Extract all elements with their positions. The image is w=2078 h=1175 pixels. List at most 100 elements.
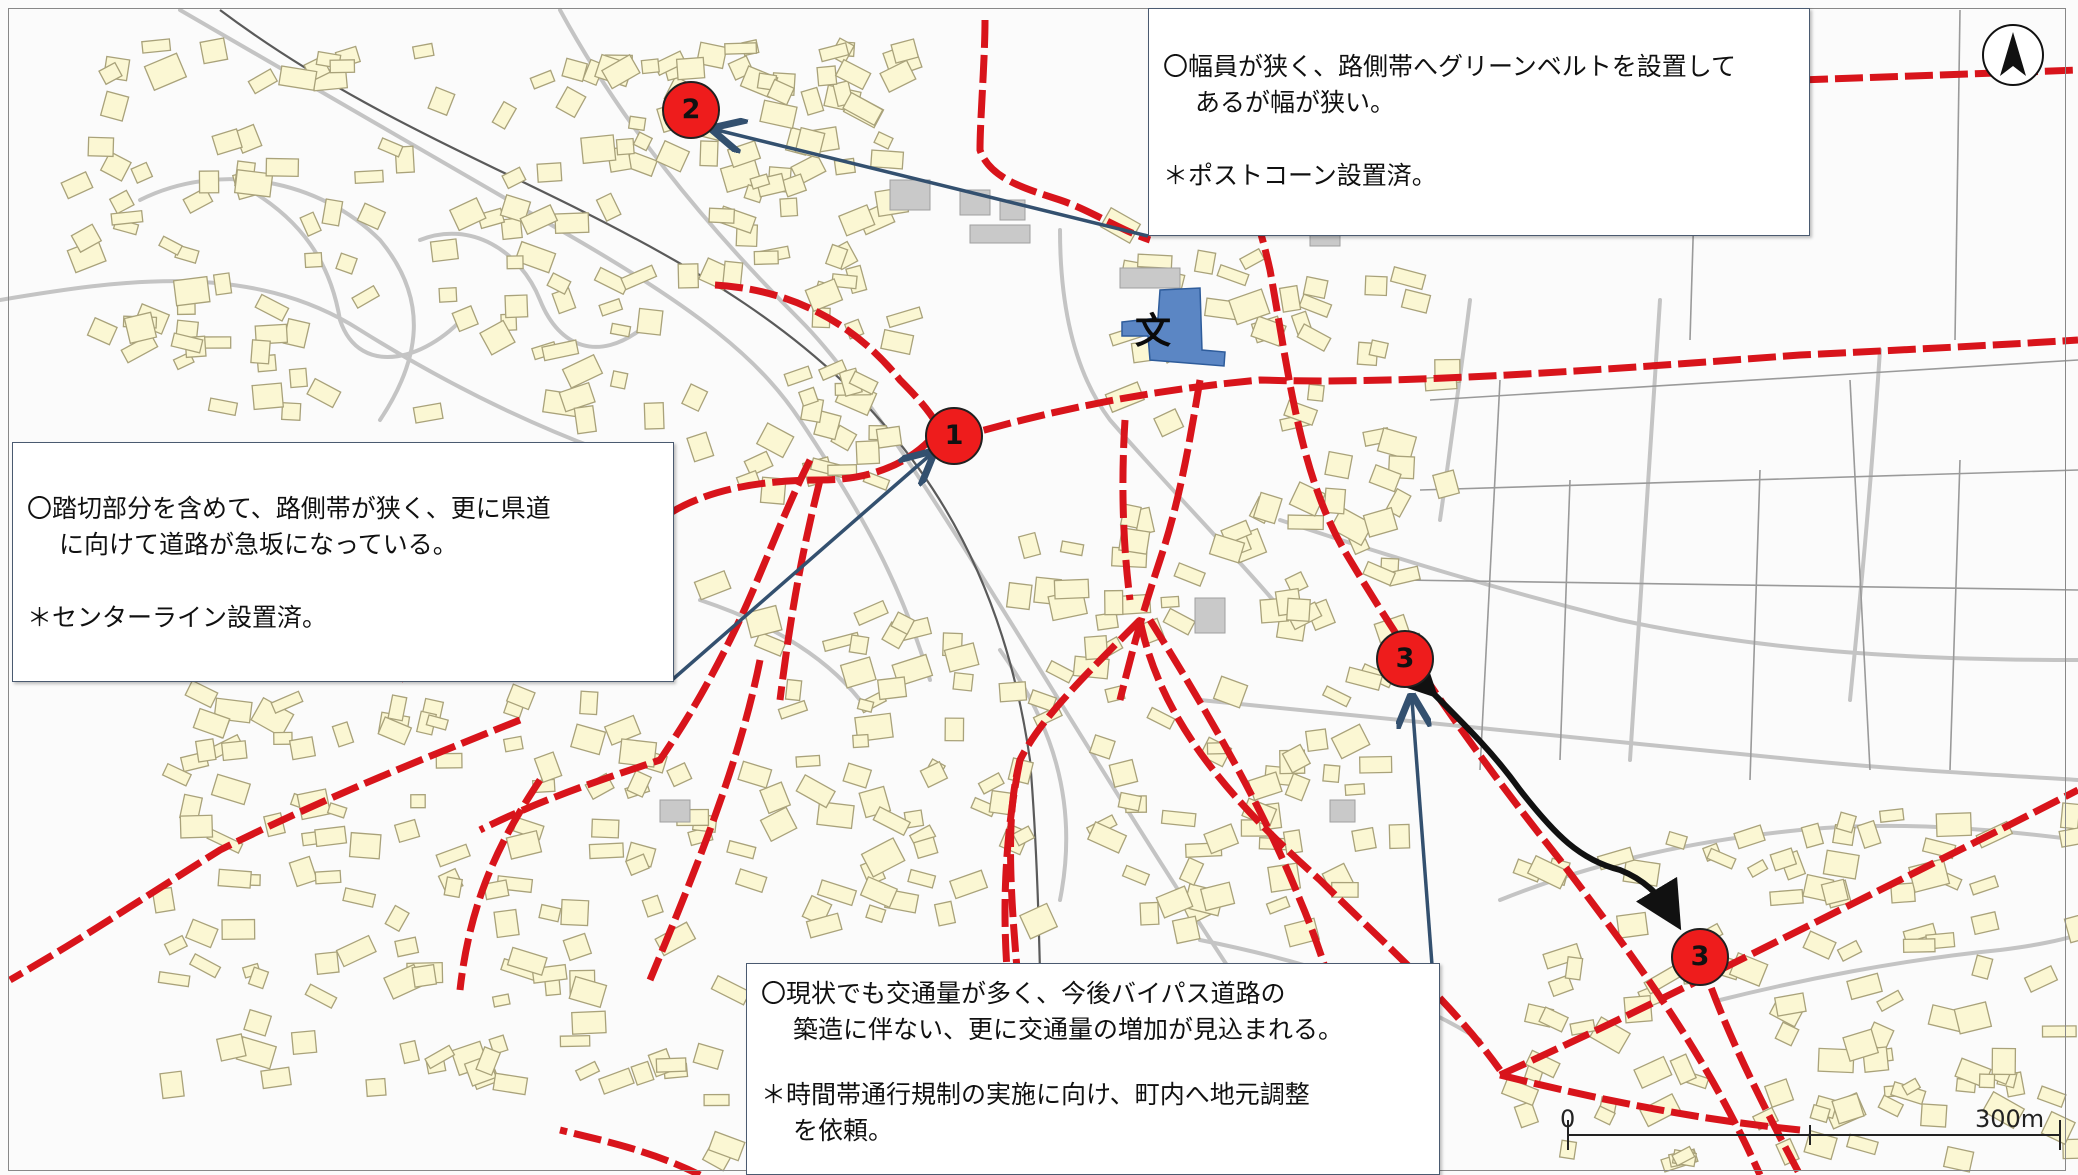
- building: [1287, 514, 1325, 531]
- callout-2-line1: 〇幅員が狭く、路側帯へグリーンベルトを設置して: [1163, 52, 1737, 81]
- building: [1017, 531, 1042, 560]
- marker-3b[interactable]: 3: [1671, 928, 1729, 986]
- building: [493, 908, 520, 939]
- building: [288, 367, 309, 389]
- building: [335, 252, 358, 275]
- building: [342, 887, 377, 908]
- building: [356, 202, 387, 231]
- building: [501, 166, 527, 190]
- building: [686, 431, 715, 463]
- building: [1773, 992, 1807, 1017]
- building: [890, 38, 920, 64]
- building: [1281, 743, 1312, 774]
- building: [1970, 911, 2000, 936]
- building: [626, 769, 653, 798]
- building: [743, 450, 774, 477]
- building: [1633, 1055, 1673, 1090]
- building: [351, 284, 381, 310]
- callout-3-line1: 〇現状でも交通量が多く、今後バイパス道路の: [761, 979, 1286, 1008]
- building: [1324, 450, 1354, 480]
- building: [207, 397, 239, 417]
- building: [766, 78, 795, 106]
- building: [816, 65, 838, 87]
- building: [933, 900, 957, 927]
- building: [588, 842, 625, 860]
- building: [265, 157, 300, 178]
- building: [618, 738, 658, 768]
- railway: [219, 9, 1047, 1175]
- building: [184, 918, 219, 949]
- building: [1247, 771, 1283, 801]
- building: [1835, 811, 1858, 834]
- building: [872, 806, 912, 837]
- facility-blocks: [659, 179, 1356, 823]
- building: [161, 762, 193, 787]
- building: [1878, 808, 1905, 823]
- building: [304, 251, 323, 269]
- building: [879, 59, 917, 94]
- building: [1817, 1047, 1855, 1074]
- building: [1671, 1145, 1696, 1167]
- building: [278, 65, 318, 92]
- building: [875, 425, 903, 449]
- building: [99, 150, 132, 182]
- building: [1284, 571, 1309, 595]
- building: [384, 904, 410, 933]
- building: [288, 736, 317, 761]
- building: [533, 751, 563, 784]
- building: [699, 140, 719, 167]
- building: [331, 721, 355, 748]
- building: [615, 137, 635, 156]
- building: [755, 422, 795, 459]
- building: [1208, 533, 1246, 564]
- building: [805, 912, 843, 939]
- building: [1856, 819, 1882, 850]
- building: [243, 1008, 273, 1037]
- scale-bar: [1567, 1120, 2061, 1150]
- building: [1086, 820, 1128, 854]
- building: [1045, 659, 1076, 684]
- building: [559, 1034, 591, 1048]
- building: [280, 402, 302, 422]
- building: [655, 1057, 687, 1073]
- marker-1[interactable]: 1: [925, 407, 983, 465]
- building: [1252, 491, 1283, 525]
- building: [1368, 339, 1389, 359]
- building: [326, 802, 348, 819]
- building: [759, 99, 798, 130]
- building: [824, 243, 849, 270]
- building: [1103, 589, 1124, 616]
- building: [1298, 293, 1333, 319]
- callout-3-note1: ＊時間帯通行規制の実施に向け、町内へ地元調整: [761, 1079, 1310, 1109]
- building: [365, 1077, 387, 1098]
- building: [215, 1033, 247, 1062]
- building: [870, 149, 905, 170]
- building: [1432, 469, 1461, 500]
- building: [514, 240, 557, 274]
- marker-3a[interactable]: 3: [1376, 630, 1434, 688]
- building: [817, 359, 848, 382]
- building: [2063, 911, 2078, 944]
- building: [210, 773, 252, 806]
- building: [314, 825, 348, 848]
- building: [306, 377, 342, 409]
- building: [170, 332, 204, 354]
- building: [506, 946, 548, 977]
- building: [580, 134, 617, 165]
- building: [1769, 888, 1804, 907]
- building: [157, 971, 191, 988]
- building: [1358, 755, 1393, 774]
- building: [1139, 901, 1160, 926]
- building: [1173, 562, 1207, 587]
- callout-1-note: ＊センターライン設置済。: [27, 602, 328, 632]
- building: [1845, 1133, 1879, 1156]
- building: [554, 212, 590, 235]
- building: [944, 717, 965, 742]
- building: [681, 383, 709, 413]
- marker-2[interactable]: 2: [662, 81, 720, 139]
- building: [387, 694, 408, 722]
- building: [1322, 764, 1341, 783]
- building: [1088, 734, 1116, 760]
